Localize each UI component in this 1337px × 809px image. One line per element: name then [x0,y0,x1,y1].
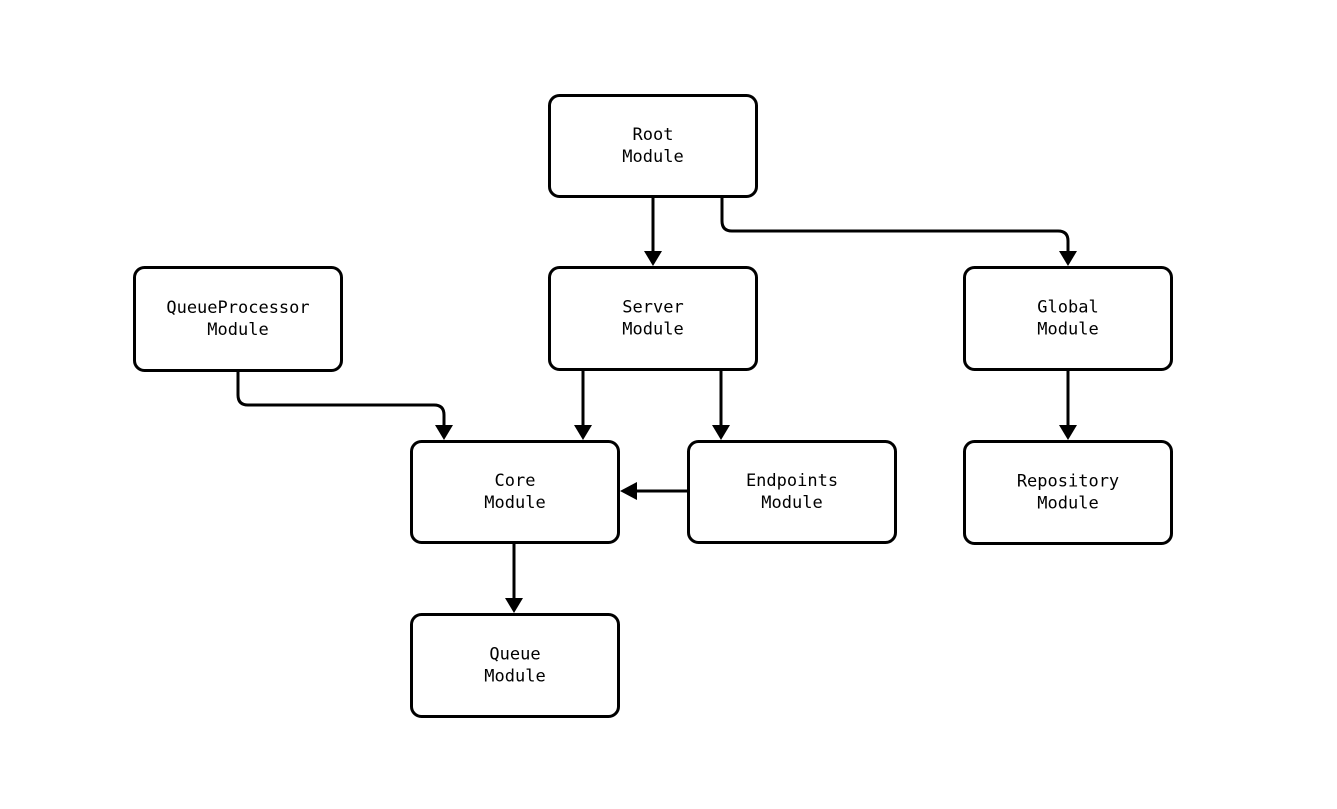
endpoints-module-node-box[interactable] [687,440,897,544]
root-module-node-label-line2: Module [622,147,683,167]
edge-queueprocessor-to-core [236,372,453,440]
edge-root-to-global [720,198,1077,266]
edge-queueprocessor-to-core-line [236,372,446,426]
global-module-node-box[interactable] [963,266,1173,371]
server-module-node-label-line1: Server [622,298,683,318]
edge-global-to-repository-arrowhead-icon [1059,425,1077,440]
core-module-node-label-line2: Module [484,493,545,513]
edge-root-to-server-arrowhead-icon [644,251,662,266]
edge-root-to-server [644,198,662,266]
repository-module-node-box[interactable] [963,440,1173,545]
core-module-node-box[interactable] [410,440,620,544]
global-module-node-label-line1: Global [1037,298,1098,318]
repository-module-node-label-line1: Repository [1017,472,1119,492]
server-module-node-box[interactable] [548,266,758,371]
queueprocessor-module-node-label-line1: QueueProcessor [166,298,309,318]
edge-server-to-core [574,371,592,440]
endpoints-module-node-label-line2: Module [761,493,822,513]
edge-global-to-repository [1059,371,1077,440]
edge-server-to-endpoints [712,371,730,440]
endpoints-module-node-label-line1: Endpoints [746,471,838,491]
queueprocessor-module-node-label-line2: Module [207,320,268,340]
repository-module-node-label-line2: Module [1037,494,1098,514]
queue-module-node-label-line1: Queue [489,645,540,665]
server-module-node-label-line2: Module [622,320,683,340]
edge-core-to-queue [505,544,523,613]
edge-server-to-core-arrowhead-icon [574,425,592,440]
edge-endpoints-to-core-arrowhead-icon [620,482,637,500]
nodes-layer: RootModuleQueueProcessorModuleServerModu… [133,94,1173,718]
edge-queueprocessor-to-core-arrowhead-icon [435,425,453,440]
queue-module-node-box[interactable] [410,613,620,718]
edge-root-to-global-arrowhead-icon [1059,251,1077,266]
root-module-node-box[interactable] [548,94,758,198]
edge-root-to-global-line [720,198,1070,252]
edge-core-to-queue-arrowhead-icon [505,598,523,613]
queueprocessor-module-node-box[interactable] [133,266,343,372]
core-module-node-label-line1: Core [495,471,536,491]
root-module-node-label-line1: Root [633,125,674,145]
edge-endpoints-to-core [620,482,687,500]
global-module-node-label-line2: Module [1037,320,1098,340]
queue-module-node-label-line2: Module [484,667,545,687]
edges-layer [236,198,1077,613]
edge-server-to-endpoints-arrowhead-icon [712,425,730,440]
